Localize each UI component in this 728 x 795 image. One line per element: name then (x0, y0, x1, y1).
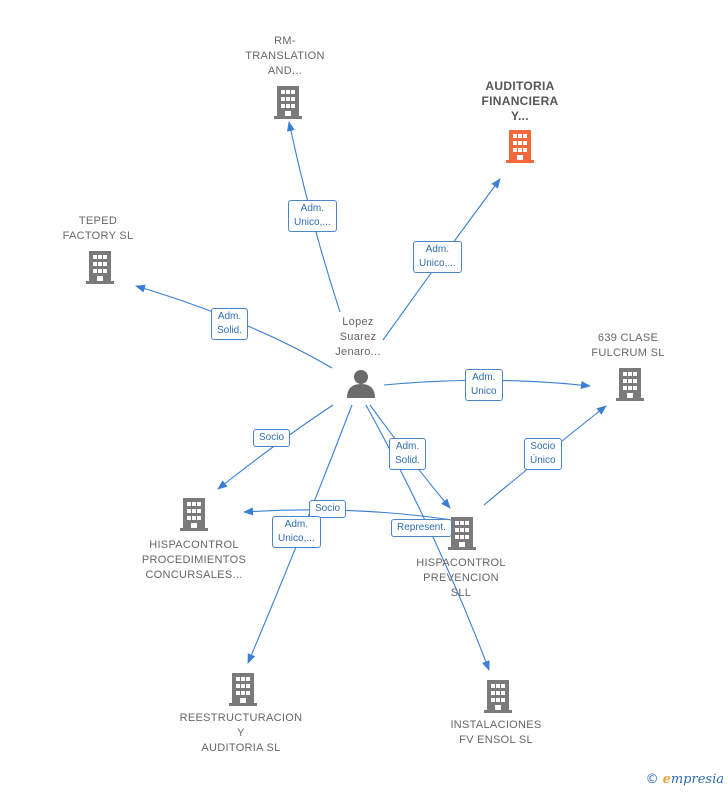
building-icon[interactable] (616, 368, 644, 401)
edge-label-prevencion-adm: Adm. Solid. (389, 438, 427, 470)
node-label-639-clase[interactable]: 639 CLASE FULCRUM SL (591, 332, 665, 359)
building-icon[interactable] (448, 517, 476, 550)
building-icon[interactable] (229, 673, 257, 706)
node-label-hispacontrol-prevencion[interactable]: HISPACONTROL PREVENCION SLL (416, 557, 506, 599)
edge-hispacontrol-procedimientos-socio (217, 404, 334, 490)
brand-name: mpresia (670, 772, 724, 787)
edge-label-639-clase: Adm. Unico (465, 369, 503, 401)
edge-prevencion-to-procedimientos (243, 507, 453, 521)
node-label-reestructuracion[interactable]: REESTRUCTURACION Y AUDITORIA SL (179, 712, 303, 754)
building-icon[interactable] (274, 86, 302, 119)
building-icon[interactable] (506, 130, 534, 163)
edge-label-teped: Adm. Solid. (211, 308, 249, 340)
building-icon[interactable] (86, 251, 114, 284)
node-label-teped-factory[interactable]: TEPED FACTORY SL (62, 215, 134, 242)
node-label-person[interactable]: Lopez Suarez Jenaro... (335, 316, 381, 358)
edge-label-procedimientos-socio: Socio (253, 429, 291, 447)
brand-e: e (662, 772, 671, 787)
edge-label-instalaciones: Represent. (391, 519, 452, 537)
copyright-icon: © (645, 772, 659, 787)
edge-label-rm-translation: Adm. Unico,... (288, 200, 337, 232)
edge-label-prevencion-to-procedimientos: Socio (309, 500, 347, 518)
edge-label-prevencion-to-639: Socio Único (524, 438, 562, 470)
node-label-instalaciones[interactable]: INSTALACIONES FV ENSOL SL (450, 719, 542, 746)
person-icon[interactable] (347, 370, 375, 398)
edge-label-auditoria: Adm. Unico,... (413, 241, 462, 273)
building-icon[interactable] (180, 498, 208, 531)
empresia-watermark: ©empresia (646, 772, 724, 787)
node-label-auditoria-financiera[interactable]: AUDITORIA FINANCIERA Y... (481, 79, 559, 123)
edge-instalaciones (365, 404, 490, 671)
node-label-rm-translation[interactable]: RM- TRANSLATION AND... (245, 35, 325, 77)
building-icon[interactable] (484, 680, 512, 713)
edge-label-reestructuracion: Adm. Unico,... (272, 516, 321, 548)
node-label-hispacontrol-procedimientos[interactable]: HISPACONTROL PROCEDIMIENTOS CONCURSALES.… (141, 539, 247, 581)
